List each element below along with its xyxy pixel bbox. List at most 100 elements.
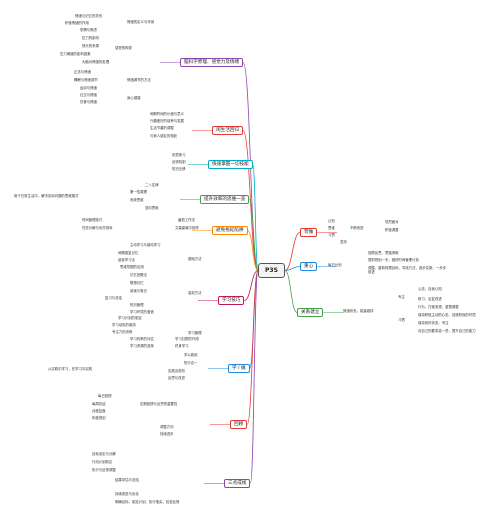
b3-item: 反馈机制 [172,160,186,164]
b6-item: 费曼学习法 [118,258,135,262]
b1-item: 正念与情绪 [74,70,91,74]
relation-upper: 专注 [398,295,405,299]
connector-line [284,232,301,271]
topic-leisure[interactable]: 闲生活回归 [212,126,243,135]
b4-sub: 用于日常生活中，解决实际问题的思维模式 [14,194,79,198]
b6-sub: 基础方法 [188,257,202,261]
habit-extra: 坚持 [340,240,347,244]
b1-item: 压力阈值的影响因素 [60,52,91,56]
b1-item: 睡眠与情绪调节 [74,78,98,82]
topic-skills[interactable]: 快速掌握一切技能 [208,160,253,169]
b1-item: 社交与情绪 [80,93,97,97]
b6-item: 主动学习与被动学习 [130,243,161,247]
b8-sub: 调整方向 [160,425,174,429]
b8-item: 每日回顾 [98,394,112,398]
b8-item: 年度规划 [92,416,106,420]
topic-core[interactable]: 重心 [300,262,318,271]
b9-item: 执行与反馈调整 [92,468,116,472]
b4-item: 逆向思维 [145,206,159,210]
b6-item: 知识管理 [130,303,144,307]
b6-item: 学习资源的选择 [130,344,154,348]
topic-relation[interactable]: 关系建立 [297,308,324,317]
b5-item: 任务分解与优先排序 [82,226,113,230]
b4-item: 系统思维 [130,198,144,202]
b6-item: 复习与总结 [105,296,122,300]
b6-item: 联想记忆 [130,281,144,285]
b9-item: 行动计划制定 [92,460,113,464]
habit-tail: 积极调整 [385,228,399,232]
connector-line [248,199,259,271]
connector-line [242,130,259,271]
topic-efficiency-thinking[interactable]: 提升效率的思维一览 [200,195,250,204]
b3-item: 知识迁移 [172,167,186,171]
connector-line [284,266,301,271]
root-topic[interactable]: P3S [258,263,285,278]
b6-sub: 学习管理 [188,331,202,335]
connector-line [244,270,259,301]
relation-lower-item: 行为，打破常规，重塑调整 [418,305,459,309]
b1-sub: 情绪的定义与作用 [127,20,155,24]
b1-sub: 感觉的种类 [115,46,132,50]
b6-item: 阅读与笔记 [130,289,147,293]
topic-three-points[interactable]: 三点成线 [224,479,251,488]
b6-item: 终身学习 [175,344,189,348]
b9-sub: 明确目标、制定计划、执行落实、检查反馈 [115,500,180,504]
b6-item: 学习效率的评估 [130,337,154,341]
relation-lower-item: 保持积极主动的心态，创造积极的环境 [418,313,476,317]
b8-item: 每周总结 [92,402,106,406]
topic-review[interactable]: 回顾 [230,420,248,429]
relation-sub: 情绪状态，能量维持 [343,309,374,313]
branch-connectors [160,62,344,484]
b5-sub: 番茄工作法 [178,218,195,222]
b2-item: 与家人朋友的相处 [150,134,178,138]
habit-tail: 坦然面对 [385,220,399,224]
b7-item: 反思与改进 [168,376,185,380]
topic-brain-science[interactable]: 脑科学原理、感觉力及情绪 [180,58,244,67]
relation-lower-item: 对自己的要求高一些，提升自己的能力 [418,329,476,333]
b4-item: 第一性原理 [130,190,147,194]
core-item: 回顾反思，思路清晰 [368,251,399,255]
b9-item: 目标设定与分解 [92,452,116,456]
b6-item: 学习计划的制定 [118,316,142,320]
b1-item: 情绪与记忆的关系 [75,14,103,18]
b9-item: 持续改进与优化 [115,492,139,496]
b8-item: 月度复盘 [92,409,106,413]
connector-line [284,270,298,313]
b2-item: 生活节奏的调整 [150,126,174,130]
b6-item: 学习环境的营造 [130,310,154,314]
core-item: 调整、重新梳理目标，寻找方法，逐步实施，一步步前进 [368,266,446,274]
b1-sub: 身心健康 [127,96,141,100]
topic-procrastination[interactable]: 避免拖延陷阱 [212,226,248,235]
topic-learn-do[interactable]: 学 / 做 [228,364,250,373]
b1-sub: 情绪调节的方法 [127,78,151,82]
b6-item: 专注力的训练 [112,330,133,334]
b7-item: 学以致用 [184,353,198,357]
b1-item: 积极情绪的作用 [65,21,89,25]
b5-sub: 艾森豪威尔矩阵 [175,226,199,230]
b3-item: 刻意练习 [172,153,186,157]
b6-item: 思维导图的应用 [120,265,144,269]
b1-item: 大脑对情绪的处理 [82,60,110,64]
b6-item: 学习动机的维持 [112,323,136,327]
relation-upper-item: 练习，反复改进 [418,297,442,301]
b5-item: 时间管理技巧 [82,218,103,222]
relation-lower-item: 保持良好状态，专注 [418,321,449,325]
habit-item: 习惯 [328,233,335,237]
b1-item: 恐惧与焦虑 [80,28,97,32]
b1-item: 快乐的来源 [82,44,99,48]
habit-item: 思维 [328,226,335,230]
b6-sub: 高效方法 [188,291,202,295]
relation-upper-item: 心态，自我认知 [418,287,442,291]
core-sub: 每日计划 [328,263,342,267]
habit-item: 认知 [328,219,335,223]
topic-habit[interactable]: 苛做 [300,228,318,237]
connector-line [247,230,259,271]
b7-sub: 从实践中学习，在学习中实践 [48,367,93,371]
b9-item: 结果评估与总结 [115,478,139,482]
b6-item: 记忆宫殿法 [130,273,147,277]
b2-item: 兴趣爱好的培养与发展 [150,119,184,123]
b8-sub: 定期回顾与反思的重要性 [140,402,178,406]
b7-item: 知行合一 [184,361,198,365]
topic-learning-skills[interactable]: 学习技巧 [218,296,245,305]
